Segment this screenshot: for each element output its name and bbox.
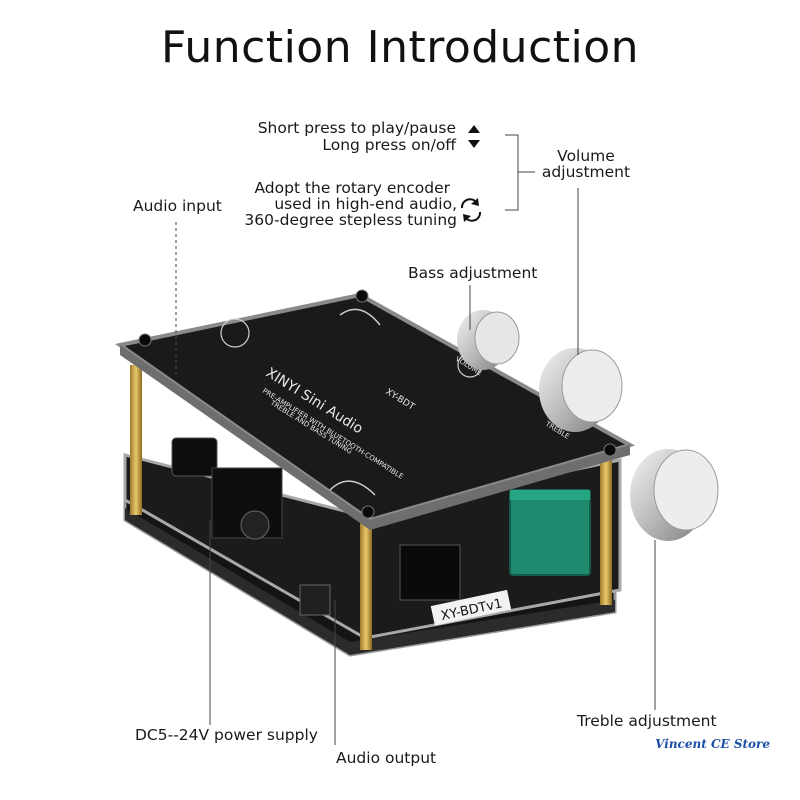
treble-knob [630, 449, 719, 541]
label-volume-1: Volume [557, 147, 615, 165]
label-power: DC5--24V power supply [135, 726, 318, 744]
standoff [360, 515, 372, 650]
label-bass: Bass adjustment [408, 264, 538, 282]
rotate-icon [460, 198, 482, 222]
volume-knob [539, 348, 623, 432]
arrow-down-icon [468, 140, 480, 148]
label-encoder-3: 360-degree stepless tuning [244, 211, 457, 229]
bass-knob [457, 310, 520, 370]
standoff [600, 455, 612, 605]
capacitor [509, 489, 591, 576]
label-treble: Treble adjustment [577, 712, 717, 730]
page-title: Function Introduction [160, 22, 640, 73]
label-audio-input: Audio input [133, 197, 222, 215]
label-encoder-2: used in high-end audio, [274, 195, 457, 213]
label-encoder-1: Adopt the rotary encoder [254, 179, 450, 197]
label-play-pause: Short press to play/pause [257, 119, 456, 137]
store-watermark: Vincent CE Store [655, 737, 770, 751]
label-volume-2: adjustment [541, 163, 631, 181]
label-audio-output: Audio output [336, 749, 437, 767]
audio-jack [171, 437, 218, 477]
arrow-up-icon [468, 125, 480, 133]
standoff [130, 365, 142, 515]
label-on-off: Long press on/off [322, 136, 456, 154]
leader-bracket [505, 134, 519, 211]
